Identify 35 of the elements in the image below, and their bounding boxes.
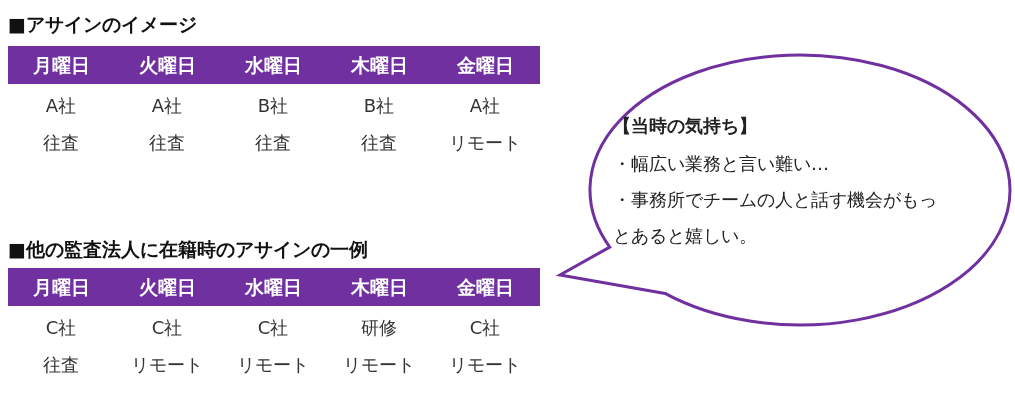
bubble-text: ・事務所でチームの人と話す機会がもっとあると嬉しい。 — [613, 188, 938, 248]
column-header: 金曜日 — [455, 53, 515, 78]
column-header: 水曜日 — [243, 53, 303, 78]
table-cell-text: B社 — [256, 94, 290, 118]
bubble-heading: 【当時の気持ち】 — [613, 114, 758, 138]
column-header: 金曜日 — [455, 275, 515, 300]
section-heading: ■他の監査法人に在籍時のアサインの一例 — [8, 237, 368, 262]
table-cell-text: リモート — [448, 353, 522, 377]
table-cell-text: リモート — [236, 353, 310, 377]
column-header: 月曜日 — [31, 275, 91, 300]
table-cell-text: C社 — [44, 316, 78, 340]
table-cell-text: B社 — [362, 94, 396, 118]
table-cell-text: 往査 — [42, 353, 80, 377]
table-cell-text: 往査 — [42, 131, 80, 155]
section-heading: ■アサインのイメージ — [8, 12, 197, 37]
table-cell-text: A社 — [44, 94, 78, 118]
column-header: 木曜日 — [349, 275, 409, 300]
table-cell-text: 往査 — [148, 131, 186, 155]
column-header: 火曜日 — [137, 53, 197, 78]
table-cell-text: A社 — [150, 94, 184, 118]
table-cell-text: リモート — [130, 353, 204, 377]
column-header: 木曜日 — [349, 53, 409, 78]
column-header: 水曜日 — [243, 275, 303, 300]
table-cell-text: 往査 — [254, 131, 292, 155]
column-header: 火曜日 — [137, 275, 197, 300]
table-cell-text: C社 — [468, 316, 502, 340]
table-cell-text: A社 — [468, 94, 502, 118]
table-cell-text: リモート — [342, 353, 416, 377]
table-cell-text: 往査 — [360, 131, 398, 155]
table-cell-text: リモート — [448, 131, 522, 155]
bubble-text: ・幅広い業務と言い難い… — [613, 152, 830, 176]
table-cell-text: C社 — [150, 316, 184, 340]
table-cell-text: 研修 — [360, 316, 398, 340]
table-cell-text: C社 — [256, 316, 290, 340]
column-header: 月曜日 — [31, 53, 91, 78]
